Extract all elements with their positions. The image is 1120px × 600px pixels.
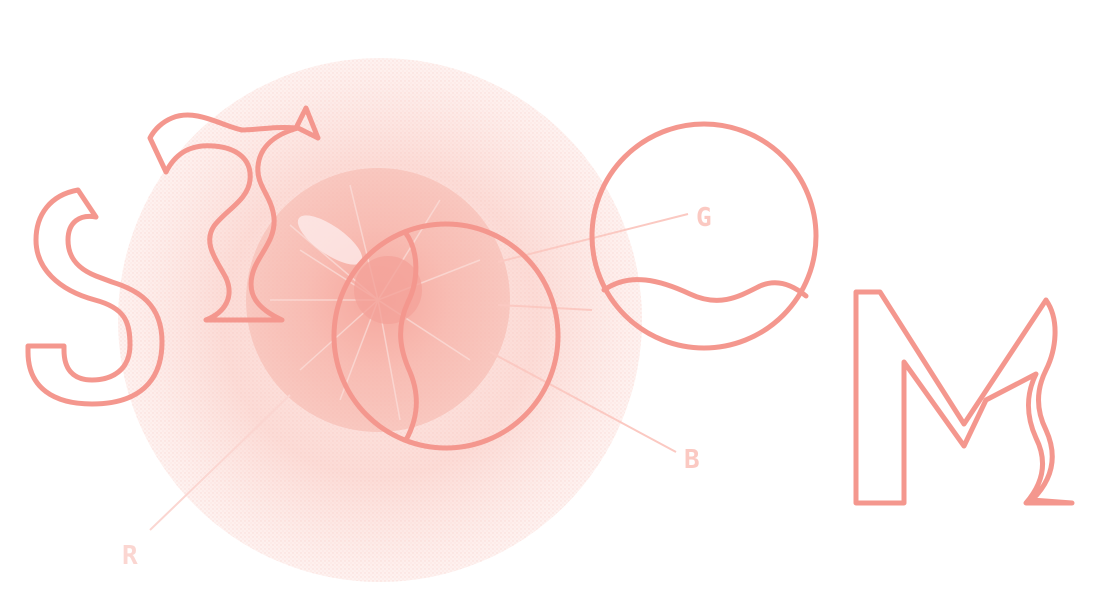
eye-illustration	[118, 58, 642, 582]
callouts: G B R	[122, 203, 712, 571]
letter-o-two-wave	[601, 277, 809, 303]
callout-label-g: G	[696, 203, 712, 233]
letter-o-one-outer	[331, 221, 561, 451]
letter-s-one	[25, 187, 165, 407]
letter-m	[853, 289, 1075, 506]
iris-highlight	[297, 215, 363, 265]
letterforms	[25, 105, 1075, 506]
callout-label-r: R	[122, 541, 138, 571]
letter-o-two-outer	[589, 121, 819, 351]
letter-s-two	[147, 105, 321, 323]
letter-o-one-curve	[398, 229, 419, 443]
callout-line-mid	[497, 304, 593, 311]
callout-label-b: B	[684, 445, 700, 475]
callout-line-b	[489, 351, 677, 453]
callout-line-r	[149, 394, 291, 531]
